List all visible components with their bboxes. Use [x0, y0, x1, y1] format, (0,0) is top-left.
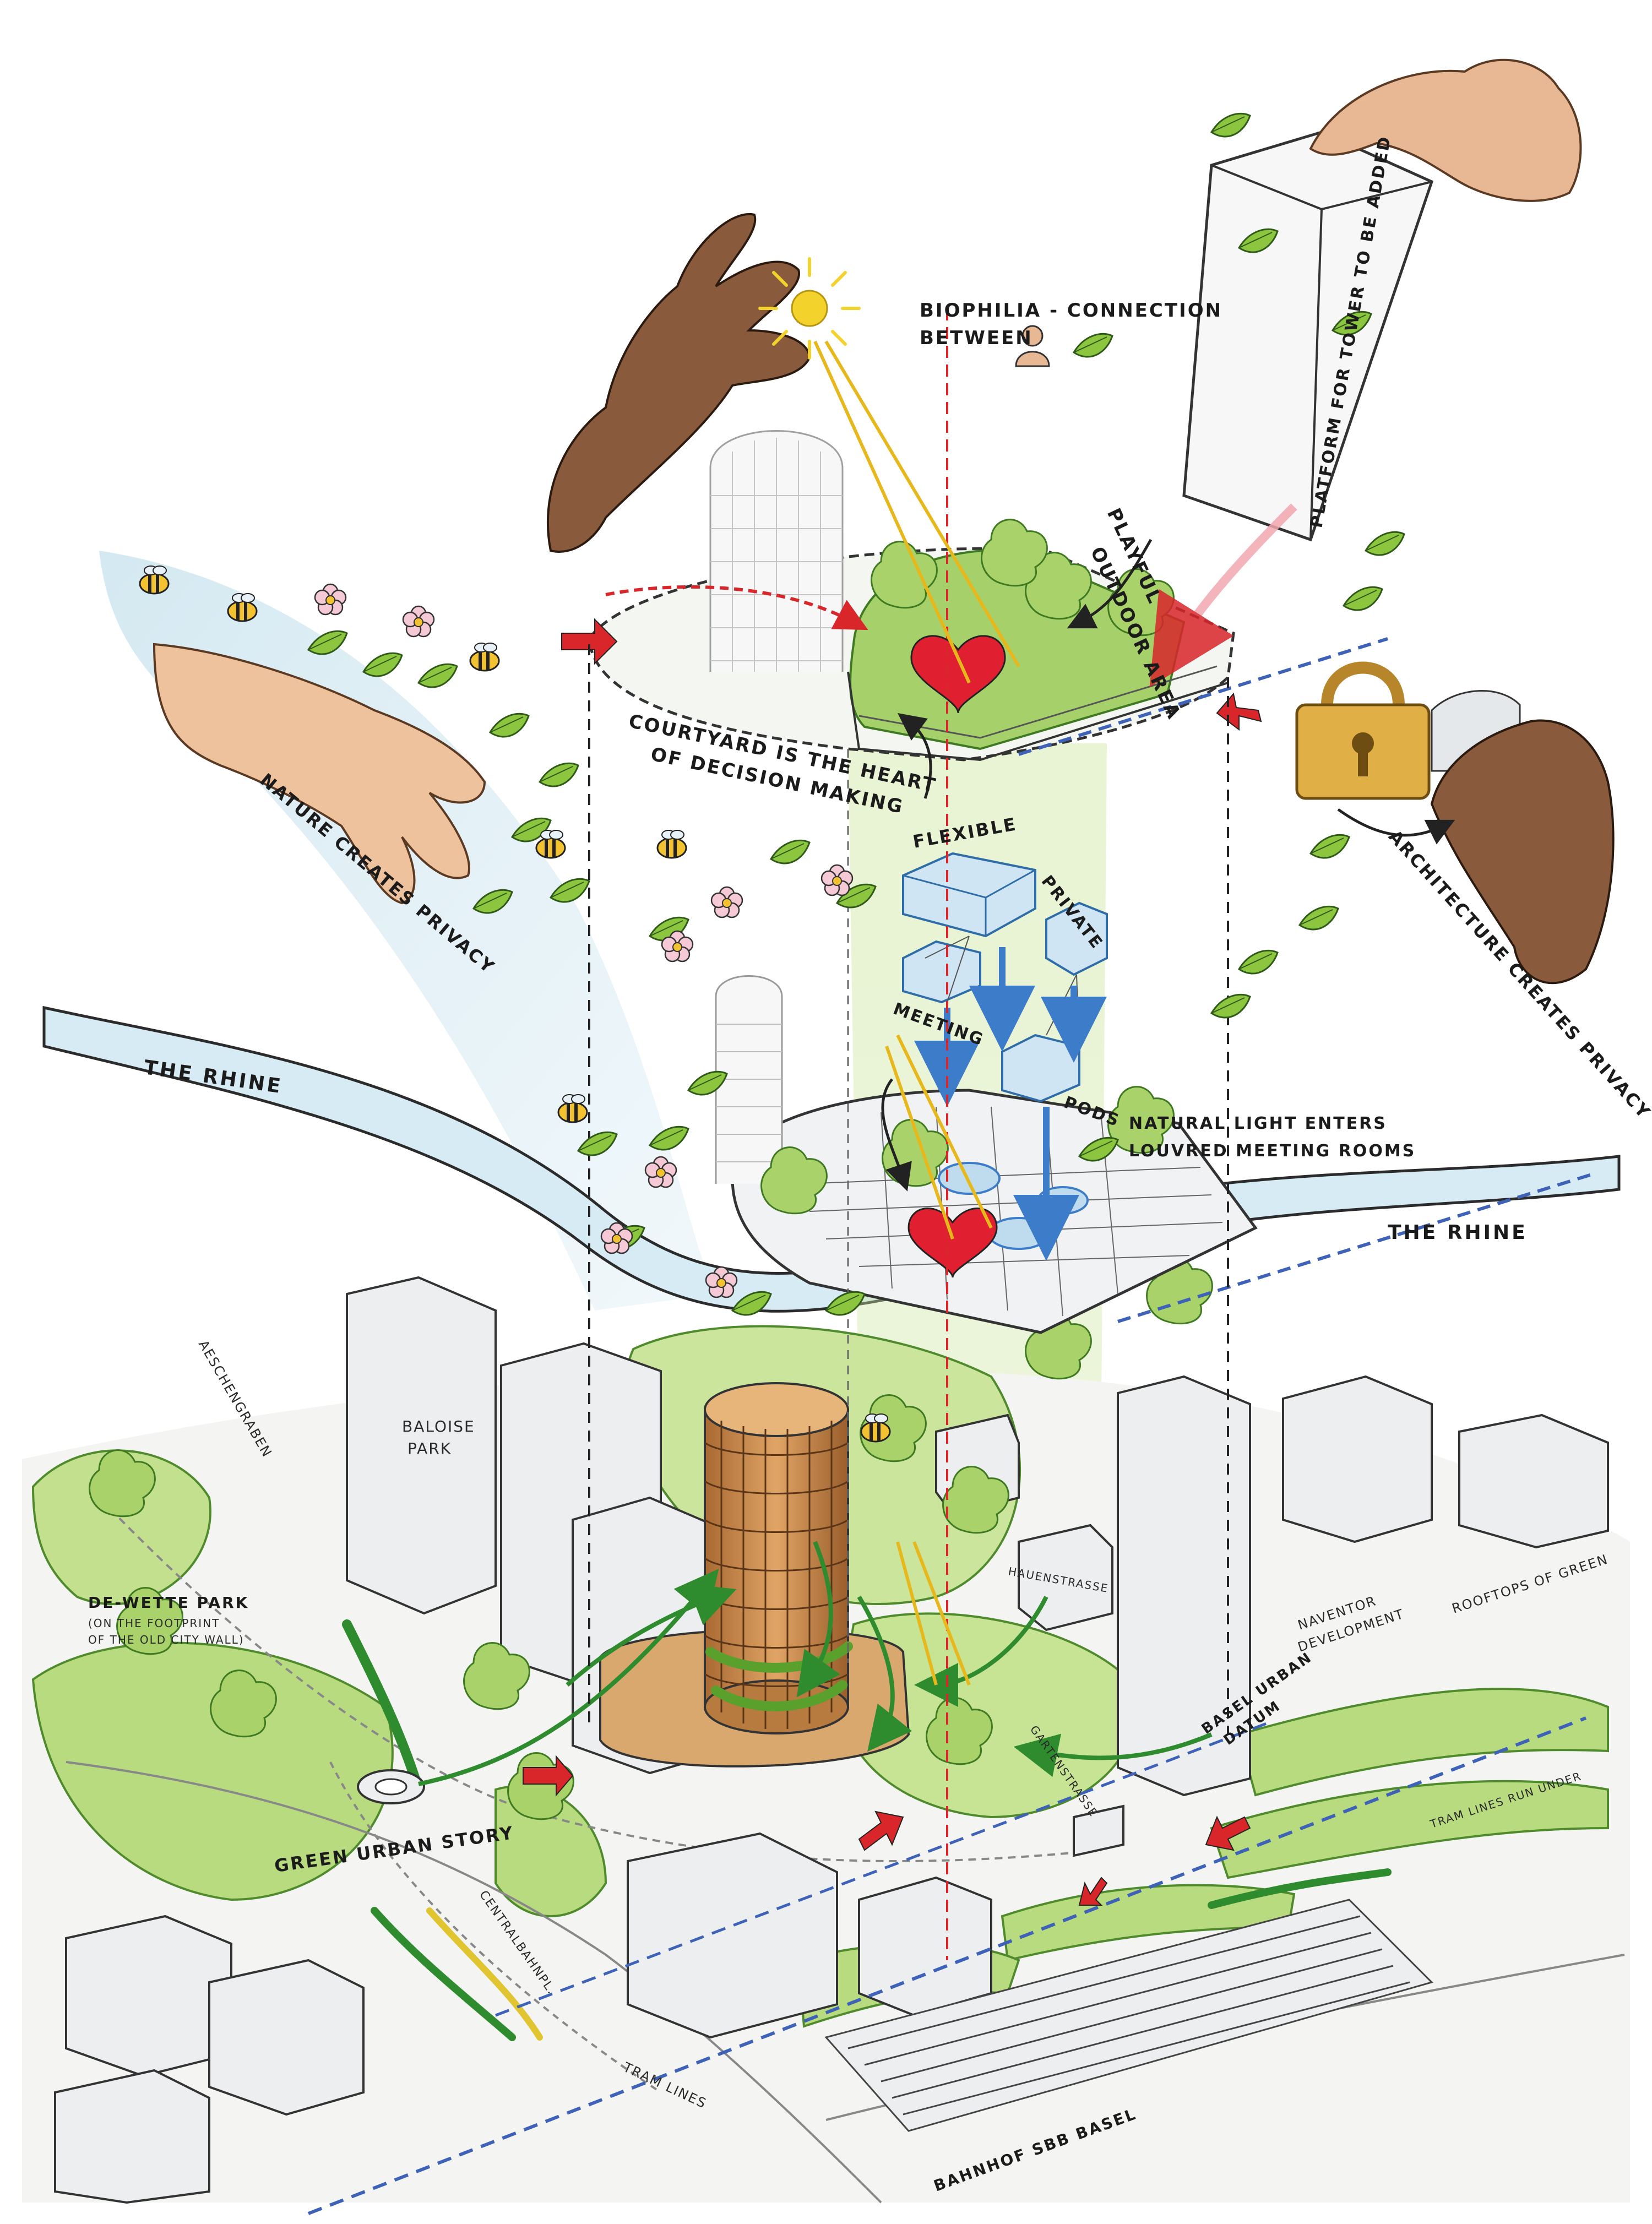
bee-icon: [140, 566, 169, 594]
hand-with-sun: [546, 213, 1020, 1686]
biophilia-label-2: BETWEEN: [920, 327, 1033, 349]
green-flow-arrows: [418, 1541, 1213, 1786]
rhine-right-label: THE RHINE: [1388, 1221, 1528, 1244]
natural-light-label-2: LOUVRED MEETING ROOMS: [1129, 1141, 1416, 1161]
top-platform: [561, 430, 1597, 1323]
light-hand-icon: [1309, 58, 1582, 202]
dewette-label-3: OF THE OLD CITY WALL): [88, 1633, 244, 1646]
bee-icon: [470, 643, 499, 671]
light-hand-left-icon: [153, 643, 486, 905]
bee-icon: [228, 594, 257, 621]
heart-icon: [907, 1208, 998, 1278]
hand-with-padlock: [1295, 661, 1615, 985]
dark-hand-right-icon: [1430, 719, 1615, 985]
dewette-label-1: DE-WETTE PARK: [88, 1594, 249, 1612]
padlock-icon: [1295, 661, 1431, 800]
baloise-label-2: PARK: [407, 1439, 452, 1458]
bee-icon: [861, 1414, 890, 1442]
hand-with-block: [1149, 58, 1582, 687]
flower-icon: [710, 886, 743, 918]
flower-icon: [314, 583, 347, 616]
dark-hand-icon: [546, 213, 811, 553]
baloise-label-1: BALOISE: [402, 1417, 475, 1435]
railway-station: [824, 1899, 1433, 2132]
meeting-pods: [902, 852, 1108, 1261]
bee-icon: [536, 830, 565, 858]
natural-light-label-1: NATURAL LIGHT ENTERS: [1129, 1114, 1387, 1133]
flower-icon: [402, 605, 435, 638]
bee-icon: [657, 830, 686, 858]
office-floor-plate: [715, 975, 1258, 1334]
sun-icon: [758, 257, 861, 360]
river-rhine: [42, 1005, 1621, 1313]
bee-icon: [558, 1095, 587, 1122]
person-icon: [1015, 325, 1050, 367]
flower-icon: [820, 864, 854, 896]
leaf-icon: [1073, 333, 1113, 358]
biophilia-label-1: BIOPHILIA - CONNECTION: [920, 300, 1222, 322]
heart-icon: [910, 635, 1006, 714]
dewette-label-2: (ON THE FOOTPRINT: [88, 1617, 220, 1630]
